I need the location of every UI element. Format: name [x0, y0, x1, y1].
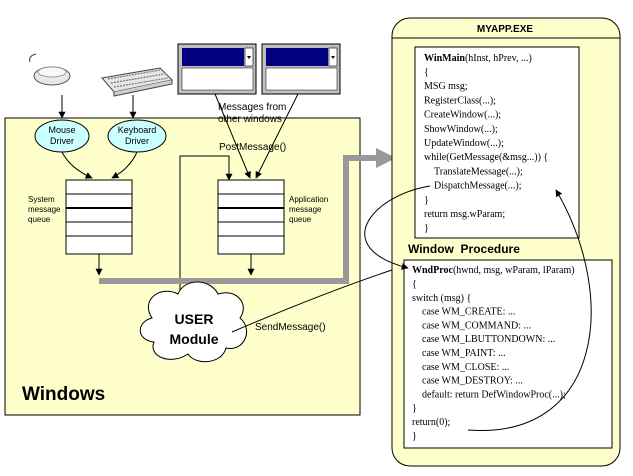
wndproc-line-2: case WM_CREATE: ...: [412, 307, 515, 318]
post-message-label: PostMessage(): [219, 142, 286, 153]
winmain-line-1: MSG msg;: [424, 81, 468, 92]
app-queue-label-2: message: [289, 205, 322, 214]
wndproc-line-6: case WM_CLOSE: ...: [412, 362, 509, 373]
myapp-title: MYAPP.EXE: [477, 24, 533, 35]
svg-text:Mouse: Mouse: [48, 125, 75, 135]
winmain-line-9: }: [424, 195, 429, 206]
winmain-line-0: {: [424, 67, 429, 78]
system-queue-label-3: queue: [28, 215, 51, 224]
system-message-queue: [65, 179, 133, 255]
wndproc-line-9: }: [412, 403, 417, 414]
wndproc-line-3: case WM_COMMAND: ...: [412, 320, 531, 331]
dispatch-to-wndproc-arrow: [364, 185, 431, 270]
winmain-signature: WinMain(hInst, hPrev, ...): [424, 53, 532, 64]
windows-region: [4, 117, 361, 416]
winmain-line-5: UpdateWindow(...);: [424, 138, 504, 149]
system-queue-label-2: message: [28, 205, 61, 214]
winmain-code-box: [414, 46, 580, 239]
application-message-queue: [217, 179, 285, 255]
winmain-line-4: ShowWindow(...);: [424, 124, 498, 135]
svg-text:Driver: Driver: [50, 136, 74, 146]
wndproc-line-0: {: [412, 279, 417, 290]
winmain-code-lines: { MSG msg; RegisterClass(...); CreateWindow…: [424, 67, 548, 234]
winmain-line-10: return msg.wParam;: [424, 209, 505, 220]
svg-text:Driver: Driver: [125, 136, 149, 146]
wndproc-line-5: case WM_PAINT: ...: [412, 348, 506, 359]
system-queue-label-1: System: [28, 195, 55, 204]
other-window-2-icon: [261, 43, 341, 95]
mouse-icon: [29, 53, 71, 86]
messages-from-label-2: other windows: [218, 114, 282, 125]
winmain-line-7: TranslateMessage(...);: [424, 166, 523, 177]
winmain-line-11: }: [424, 223, 429, 234]
svg-text:Keyboard: Keyboard: [118, 125, 157, 135]
wndproc-signature: WndProc(hwnd, msg, wParam, lParam): [412, 265, 575, 276]
window-procedure-title: Window Procedure: [408, 242, 520, 256]
app-queue-label-1: Application: [289, 195, 328, 204]
send-message-label: SendMessage(): [255, 322, 326, 333]
winmain-line-6: while(GetMessage(&msg...)) {: [424, 152, 548, 163]
wndproc-code-box: [403, 259, 613, 449]
wndproc-line-1: switch (msg) {: [412, 293, 471, 304]
keyboard-driver: Keyboard Driver: [107, 119, 167, 153]
user-module-line-2: Module: [170, 331, 219, 347]
messages-from-label-1: Messages from: [218, 102, 286, 113]
wndproc-code-lines: { switch (msg) { case WM_CREATE: ... case…: [412, 279, 566, 442]
app-queue-label-3: queue: [289, 215, 312, 224]
return-to-dispatch-arrow: [467, 189, 592, 431]
user-module-line-1: USER: [175, 311, 214, 327]
dispatch-route-arrowhead: [376, 148, 396, 168]
wndproc-line-10: return(0);: [412, 417, 451, 428]
user-module-cloud: [139, 281, 247, 363]
winmain-line-8: DispatchMessage(...);: [424, 181, 522, 192]
mouse-driver: Mouse Driver: [34, 119, 90, 153]
dispatch-route-arrow: [99, 155, 378, 284]
keyboard-icon: [101, 67, 174, 97]
winmain-line-2: RegisterClass(...);: [424, 95, 496, 106]
windows-title: Windows: [22, 384, 105, 405]
other-window-1-icon: [177, 43, 257, 95]
wndproc-line-8: default: return DefWindowProc(...);: [412, 389, 566, 400]
wndproc-line-4: case WM_LBUTTONDOWN: ...: [412, 334, 555, 345]
wndproc-line-11: }: [412, 431, 417, 442]
winmain-line-3: CreateWindow(...);: [424, 110, 501, 121]
wndproc-line-7: case WM_DESTROY: ...: [412, 376, 523, 387]
